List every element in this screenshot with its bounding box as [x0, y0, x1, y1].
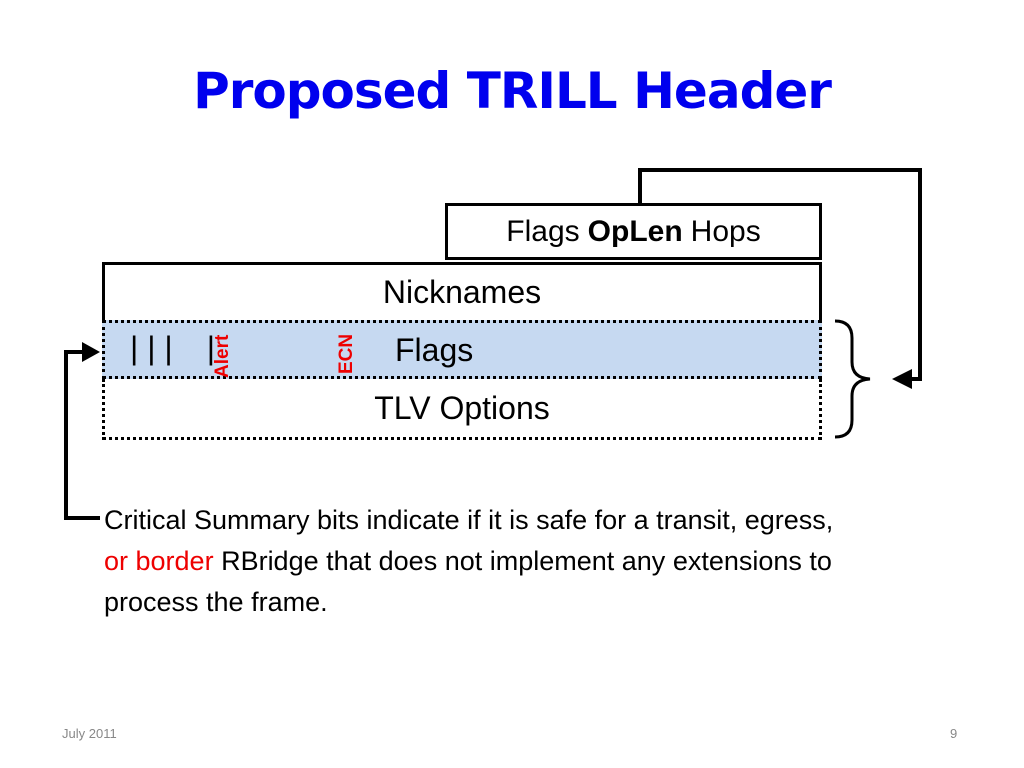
- tlv-options-box: TLV Options: [102, 379, 822, 440]
- hops-field-label: Hops: [690, 214, 761, 248]
- alert-bit-label: Alert: [212, 334, 233, 378]
- flag-bit-dividers: | | | |: [130, 330, 215, 367]
- slide-title: Proposed TRILL Header: [193, 62, 832, 120]
- arrowhead-right-icon-2: [82, 342, 100, 362]
- header-connector-line: [638, 168, 922, 381]
- critical-summary-note: Critical Summary bits indicate if it is …: [104, 500, 864, 623]
- curly-brace-icon: [834, 319, 871, 439]
- note-text-start: Critical Summary bits indicate if it is …: [104, 505, 834, 535]
- flags-row-label: Flags: [395, 332, 474, 368]
- note-connector-line: [64, 350, 100, 520]
- nicknames-box: Nicknames: [102, 262, 822, 320]
- ecn-bit-label: ECN: [336, 333, 357, 374]
- note-text-highlight: or border: [104, 546, 214, 576]
- oplen-field-label: OpLen: [587, 214, 683, 248]
- header-fields-box: Flags OpLen Hops: [445, 203, 822, 260]
- arrowhead-right-icon: [892, 369, 912, 389]
- page-number: 9: [950, 726, 958, 741]
- footer-date: July 2011: [62, 726, 117, 741]
- flags-field-label: Flags: [506, 214, 580, 248]
- bit-dividers-left: | | |: [130, 330, 173, 366]
- flags-box: [102, 320, 822, 379]
- bit-divider-after-alert: |: [206, 330, 216, 366]
- note-text-end: RBridge that does not implement any exte…: [104, 546, 832, 617]
